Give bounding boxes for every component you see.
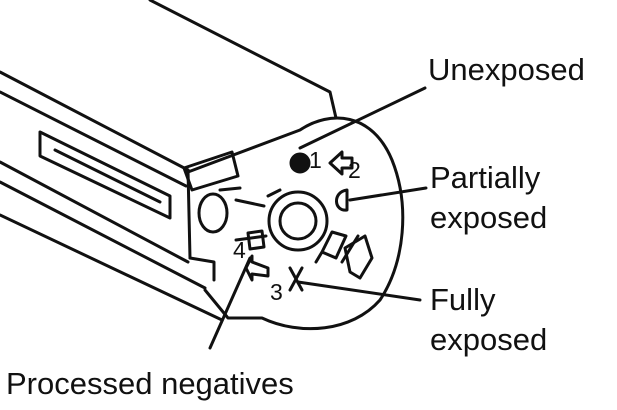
- arrow-icon: [328, 150, 354, 176]
- leader-line-fully-exposed: [296, 280, 422, 302]
- label-partially-exposed: exposed: [430, 200, 548, 235]
- cross-icon: [288, 266, 304, 292]
- cartridge-body: [0, 0, 338, 322]
- label-processed-negatives: Processed negatives: [6, 366, 294, 401]
- indicator-number-3: 3: [270, 279, 283, 305]
- half-circle-icon: [335, 188, 349, 212]
- label-partially: Partially: [430, 160, 541, 195]
- square-icon: [246, 229, 266, 251]
- filled-circle-icon: [289, 152, 311, 174]
- label-unexposed: Unexposed: [428, 52, 585, 87]
- leader-line-partially-exposed: [348, 186, 428, 202]
- key-tab: [340, 234, 374, 280]
- leader-line-unexposed: [298, 86, 427, 150]
- indicator-number-4: 4: [233, 237, 246, 263]
- spool-inner-ring: [278, 201, 318, 241]
- cartridge-hole: [197, 192, 229, 234]
- arrow-icon: [314, 230, 348, 264]
- arrow-icon: [244, 254, 270, 282]
- end-cap: [186, 116, 405, 331]
- indicator-number-2: 2: [348, 157, 361, 183]
- label-fully: Fully: [430, 282, 496, 317]
- label-fully-exposed: exposed: [430, 322, 548, 357]
- leader-line-processed: [208, 256, 252, 350]
- indicator-number-1: 1: [309, 147, 322, 173]
- spool-outer-ring: [267, 190, 329, 252]
